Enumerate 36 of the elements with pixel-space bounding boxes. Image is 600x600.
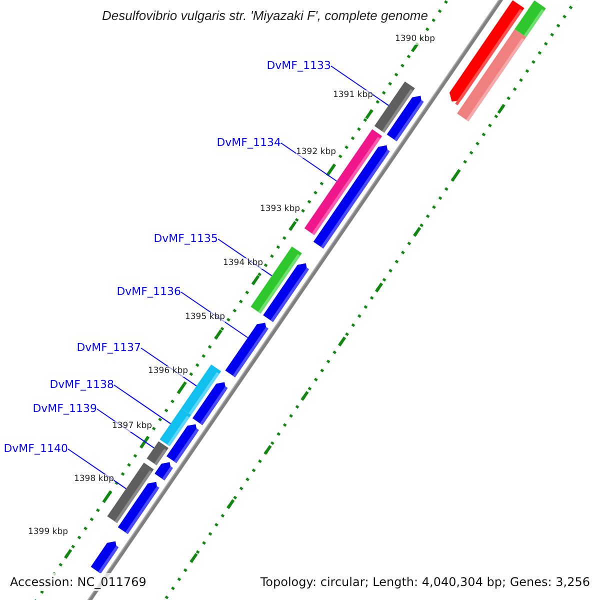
gene-bar bbox=[263, 263, 310, 322]
gene-bar bbox=[386, 96, 424, 142]
position-label: 1397 kbp bbox=[112, 421, 152, 432]
position-label: 1391 kbp bbox=[332, 90, 374, 101]
position-label: 1395 kbp bbox=[184, 312, 226, 323]
leader-line bbox=[68, 448, 127, 490]
position-label: 1392 kbp bbox=[296, 147, 336, 158]
leader-line bbox=[114, 384, 172, 424]
gene-bar bbox=[225, 322, 268, 378]
gene-bar bbox=[457, 29, 526, 122]
leader-line bbox=[96, 408, 154, 448]
position-label: 1398 kbp bbox=[74, 474, 114, 485]
leader-line bbox=[218, 238, 272, 276]
gene-label: DvMF_1134 bbox=[216, 136, 281, 150]
gene-label: DvMF_1136 bbox=[116, 285, 181, 299]
gene-label: DvMF_1135 bbox=[154, 232, 218, 246]
gene-bar bbox=[192, 382, 228, 426]
position-label: 1399 kbp bbox=[28, 527, 68, 538]
gene-label: DvMF_1140 bbox=[4, 442, 68, 456]
gene-label: DvMF_1137 bbox=[76, 341, 141, 355]
position-label: 1394 kbp bbox=[222, 258, 264, 269]
gene-bar bbox=[118, 482, 160, 534]
position-label: 1396 kbp bbox=[148, 366, 188, 377]
gene-bar bbox=[166, 424, 199, 463]
position-label: 1393 kbp bbox=[260, 204, 300, 215]
gene-label: DvMF_1138 bbox=[50, 378, 114, 392]
gene-bar bbox=[146, 441, 168, 466]
gene-bar bbox=[90, 541, 119, 574]
gene-bar bbox=[154, 462, 173, 480]
gene-label: DvMF_1133 bbox=[266, 59, 331, 73]
gene-label: DvMF_1139 bbox=[32, 402, 97, 416]
leader-line bbox=[180, 292, 248, 338]
leader-line bbox=[140, 348, 197, 386]
position-label: 1390 kbp bbox=[394, 34, 436, 45]
leader-line bbox=[330, 66, 390, 106]
leader-line bbox=[280, 142, 338, 182]
